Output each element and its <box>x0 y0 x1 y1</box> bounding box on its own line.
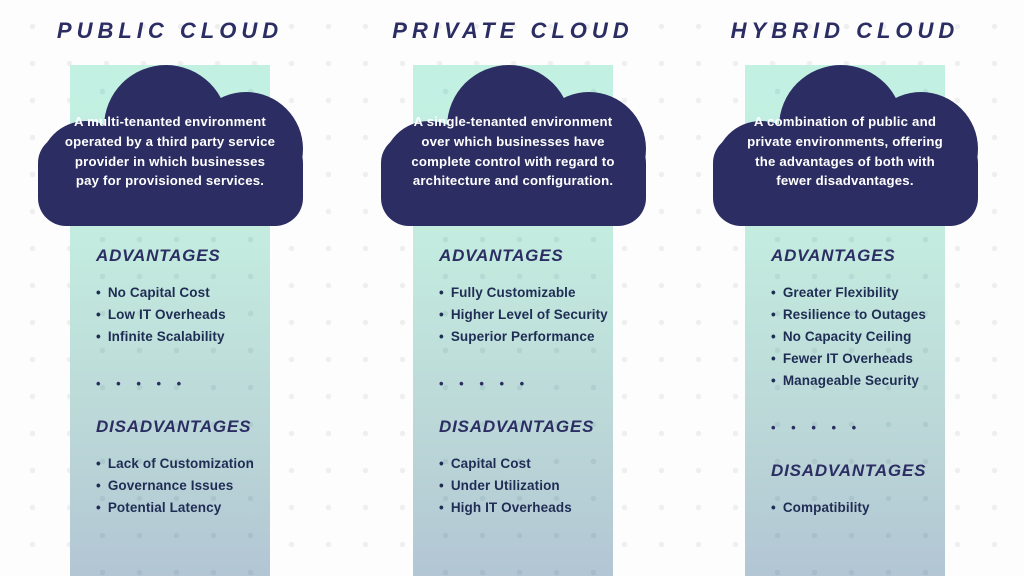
disadvantage-item: High IT Overheads <box>439 497 603 519</box>
disadvantage-item: Potential Latency <box>96 497 260 519</box>
dots-divider: • • • • • <box>771 420 863 435</box>
column-title-hybrid-cloud: HYBRID CLOUD <box>730 18 960 43</box>
advantage-item: Infinite Scalability <box>96 326 260 348</box>
cloud-icon <box>712 65 978 226</box>
cloud-shape-private: A single-tenanted environment over which… <box>380 63 646 226</box>
column-content: ADVANTAGES Fully Customizable Higher Lev… <box>413 226 613 519</box>
advantage-item: Low IT Overheads <box>96 304 260 326</box>
advantages-heading: ADVANTAGES <box>439 246 564 265</box>
advantage-item: No Capacity Ceiling <box>771 326 935 348</box>
advantage-item: Superior Performance <box>439 326 603 348</box>
advantage-item: Fully Customizable <box>439 282 603 304</box>
cloud-description-hybrid: A combination of public and private envi… <box>747 114 943 189</box>
disadvantage-item: Compatibility <box>771 497 935 519</box>
advantages-heading: ADVANTAGES <box>96 246 221 265</box>
advantages-list: No Capital Cost Low IT Overheads Infinit… <box>96 282 260 348</box>
disadvantages-heading: DISADVANTAGES <box>96 417 252 436</box>
column-title-public-cloud: PUBLIC CLOUD <box>56 18 284 43</box>
disadvantage-item: Governance Issues <box>96 475 260 497</box>
advantages-heading: ADVANTAGES <box>771 246 896 265</box>
advantage-item: Manageable Security <box>771 370 935 392</box>
advantage-item: Higher Level of Security <box>439 304 608 326</box>
advantage-item: Greater Flexibility <box>771 282 935 304</box>
disadvantages-list: Compatibility <box>771 497 935 519</box>
advantage-item: Fewer IT Overheads <box>771 348 935 370</box>
column-title-private-cloud: PRIVATE CLOUD <box>392 18 634 43</box>
disadvantages-list: Lack of Customization Governance Issues … <box>96 453 260 519</box>
advantages-list: Fully Customizable Higher Level of Secur… <box>439 282 608 348</box>
cloud-description-private: A single-tenanted environment over which… <box>411 114 615 189</box>
cloud-shape-public: A multi-tenanted environment operated by… <box>37 63 303 226</box>
disadvantage-item: Capital Cost <box>439 453 603 475</box>
disadvantage-item: Lack of Customization <box>96 453 260 475</box>
column-private-cloud: PRIVATE CLOUD A single-tenanted environm… <box>363 0 663 576</box>
column-content: ADVANTAGES No Capital Cost Low IT Overhe… <box>70 226 270 519</box>
cloud-description-public: A multi-tenanted environment operated by… <box>64 114 276 189</box>
disadvantages-heading: DISADVANTAGES <box>771 461 927 480</box>
disadvantages-list: Capital Cost Under Utilization High IT O… <box>439 453 603 519</box>
cloud-shape-hybrid: A combination of public and private envi… <box>712 63 978 226</box>
dots-divider: • • • • • <box>96 376 188 391</box>
column-hybrid-cloud: HYBRID CLOUD A combination of public and… <box>695 0 995 576</box>
advantage-item: Resilience to Outages <box>771 304 935 326</box>
cloud-icon <box>37 65 303 226</box>
disadvantages-heading: DISADVANTAGES <box>439 417 595 436</box>
disadvantage-item: Under Utilization <box>439 475 603 497</box>
column-public-cloud: PUBLIC CLOUD A multi-tenanted environmen… <box>20 0 320 576</box>
advantage-item: No Capital Cost <box>96 282 260 304</box>
column-content: ADVANTAGES Greater Flexibility Resilienc… <box>745 226 945 519</box>
advantages-list: Greater Flexibility Resilience to Outage… <box>771 282 935 392</box>
cloud-icon <box>380 65 646 226</box>
dots-divider: • • • • • <box>439 376 531 391</box>
